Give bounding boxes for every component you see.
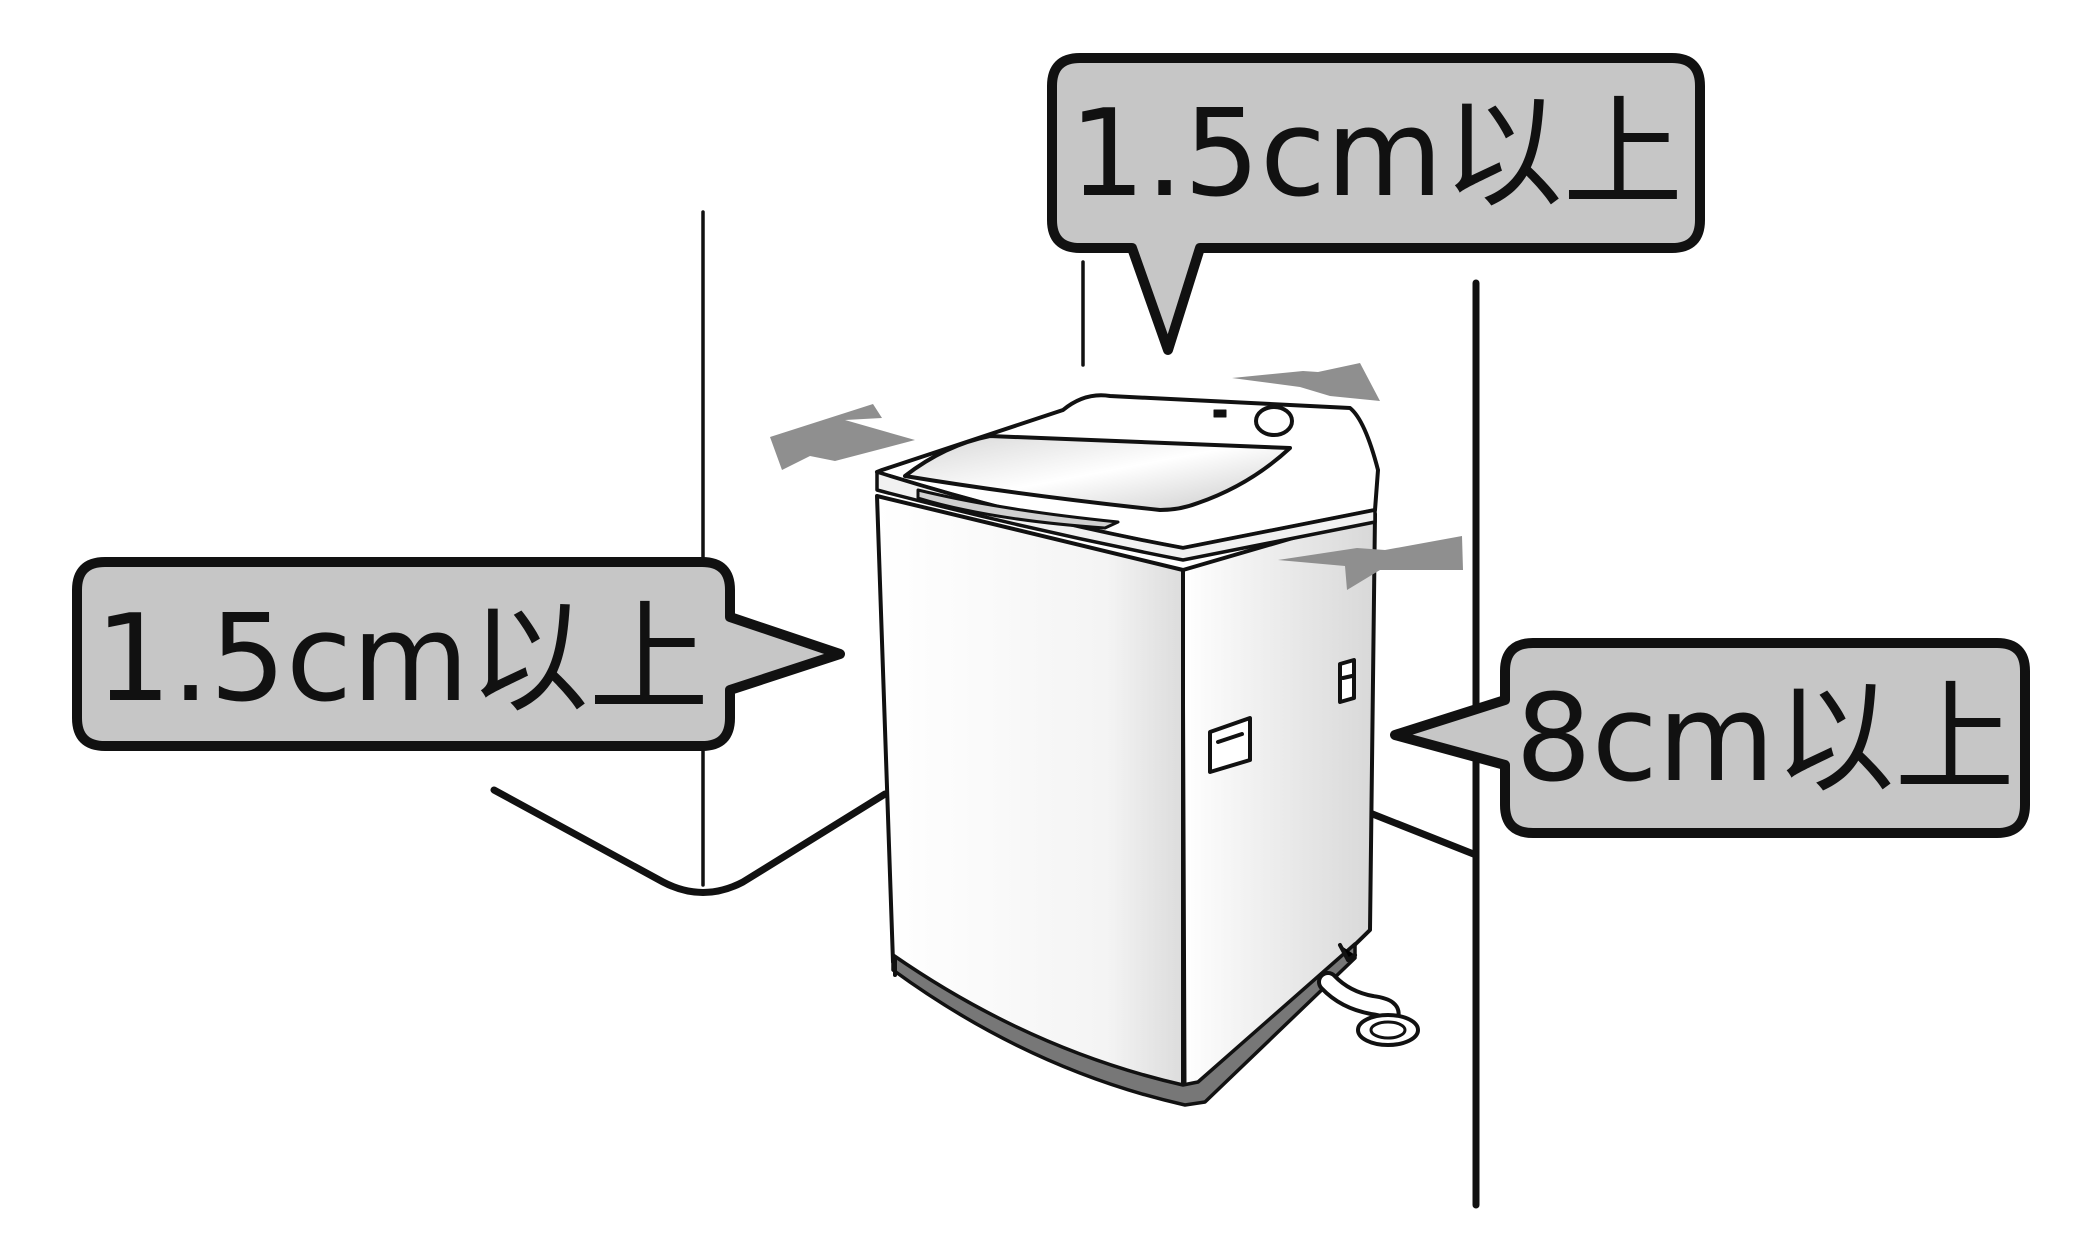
washer-front-panel xyxy=(875,494,1185,1102)
washer-lid-glass xyxy=(903,434,1292,512)
control-knob-icon xyxy=(1254,405,1294,437)
floor-wall-junction-left xyxy=(490,786,889,896)
right-clearance-arrow-icon xyxy=(1278,536,1463,590)
left-clearance-arrow-icon xyxy=(770,404,915,470)
callout-right-bubble xyxy=(1390,638,2030,838)
washer-lid-handle xyxy=(916,488,1120,530)
indicator-icon xyxy=(1213,409,1227,418)
washer-corner-edge xyxy=(1181,576,1187,1084)
callout-left-bubble xyxy=(72,557,845,751)
washing-machine-icon xyxy=(875,393,1380,1107)
floor-wall-junction-right xyxy=(1366,809,1480,859)
drain-hose-tube-fill xyxy=(1321,975,1397,1025)
callout-right-text: 8cm以上 xyxy=(1515,670,2014,809)
callout-top: 1.5cm以上 xyxy=(1047,53,1705,355)
clearance-arrows xyxy=(770,363,1463,590)
washer-base xyxy=(891,942,1357,1107)
callout-top-text: 1.5cm以上 xyxy=(1069,85,1683,224)
side-handle-icon xyxy=(1338,658,1356,704)
callout-left-text: 1.5cm以上 xyxy=(95,590,709,729)
callout-top-bubble xyxy=(1047,53,1705,355)
top-clearance-arrow-icon xyxy=(1232,363,1380,401)
washer-foot-right xyxy=(1338,943,1357,962)
drain-hose xyxy=(1317,971,1420,1047)
front-handle-icon xyxy=(1208,716,1252,774)
floor-drain-inner-icon xyxy=(1369,1020,1407,1040)
callout-left: 1.5cm以上 xyxy=(72,557,845,751)
callout-right: 8cm以上 xyxy=(1390,638,2030,838)
